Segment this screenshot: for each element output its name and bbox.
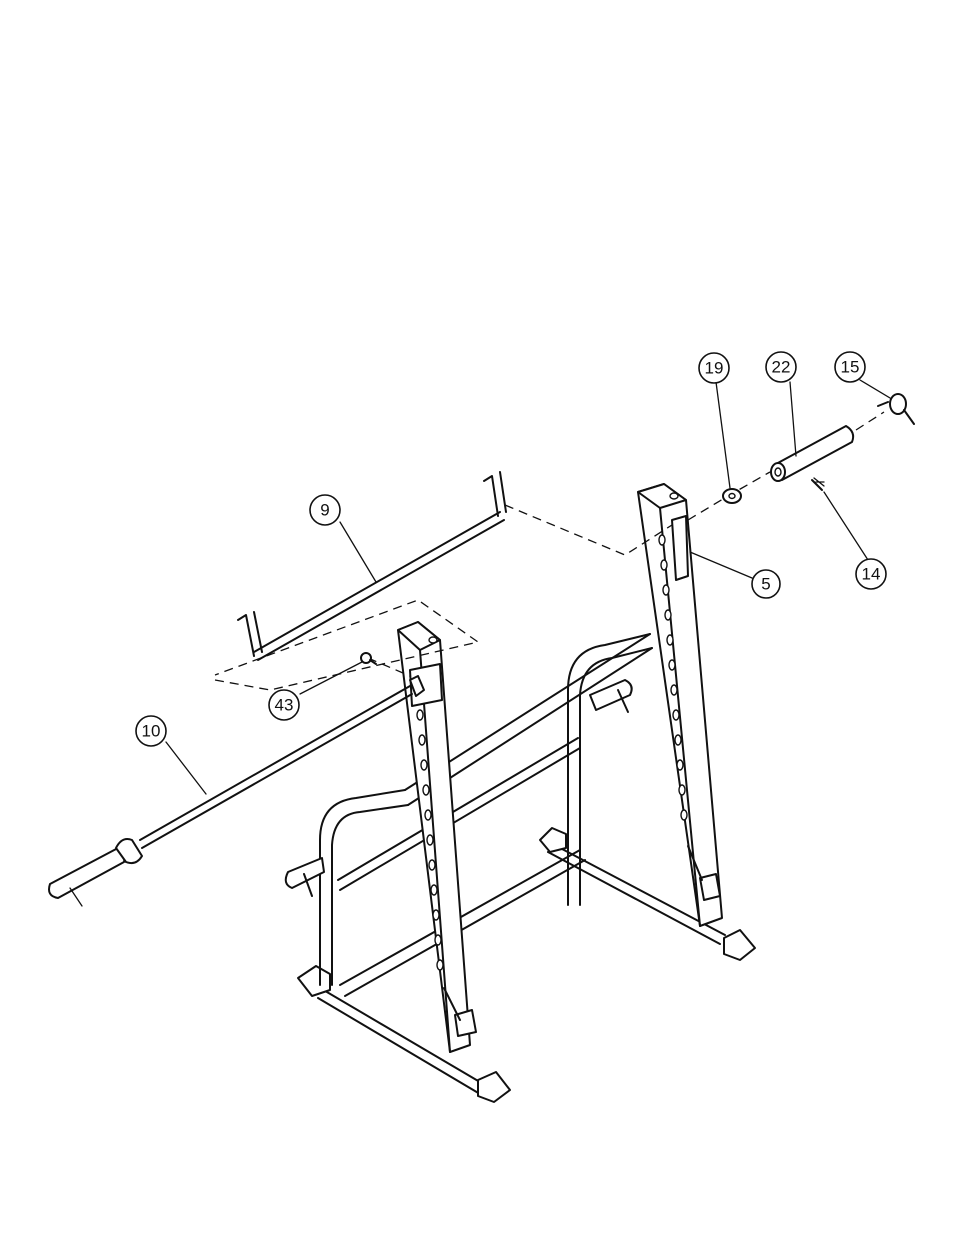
safety-bar-part-9: [238, 472, 506, 660]
callout-19: 19: [699, 353, 729, 383]
sleeve-part-22: [771, 426, 853, 481]
callout-9-label: 9: [320, 501, 329, 520]
rear-upright: [638, 484, 722, 926]
pin-part-14: [812, 478, 824, 490]
loose-parts: [361, 394, 914, 664]
callout-22-label: 22: [772, 358, 791, 377]
callout-14: 14: [856, 559, 886, 589]
callout-19-label: 19: [705, 359, 724, 378]
callout-15: 15: [835, 352, 865, 382]
bolt-part-43: [361, 653, 376, 664]
callout-5: 5: [752, 570, 780, 598]
olympic-bar-part-10: [49, 676, 424, 906]
callout-10: 10: [136, 716, 166, 746]
callout-43: 43: [269, 690, 299, 720]
leader-lines: [166, 380, 890, 794]
callout-9: 9: [310, 495, 340, 525]
callout-5-label: 5: [761, 575, 770, 594]
callout-15-label: 15: [841, 358, 860, 377]
spring-clip-part-15: [878, 394, 914, 424]
callout-14-label: 14: [862, 565, 881, 584]
callout-43-label: 43: [275, 696, 294, 715]
callout-22: 22: [766, 352, 796, 382]
rear-frame: [286, 634, 652, 985]
assembly-paths: [215, 412, 884, 690]
callout-10-label: 10: [142, 722, 161, 741]
